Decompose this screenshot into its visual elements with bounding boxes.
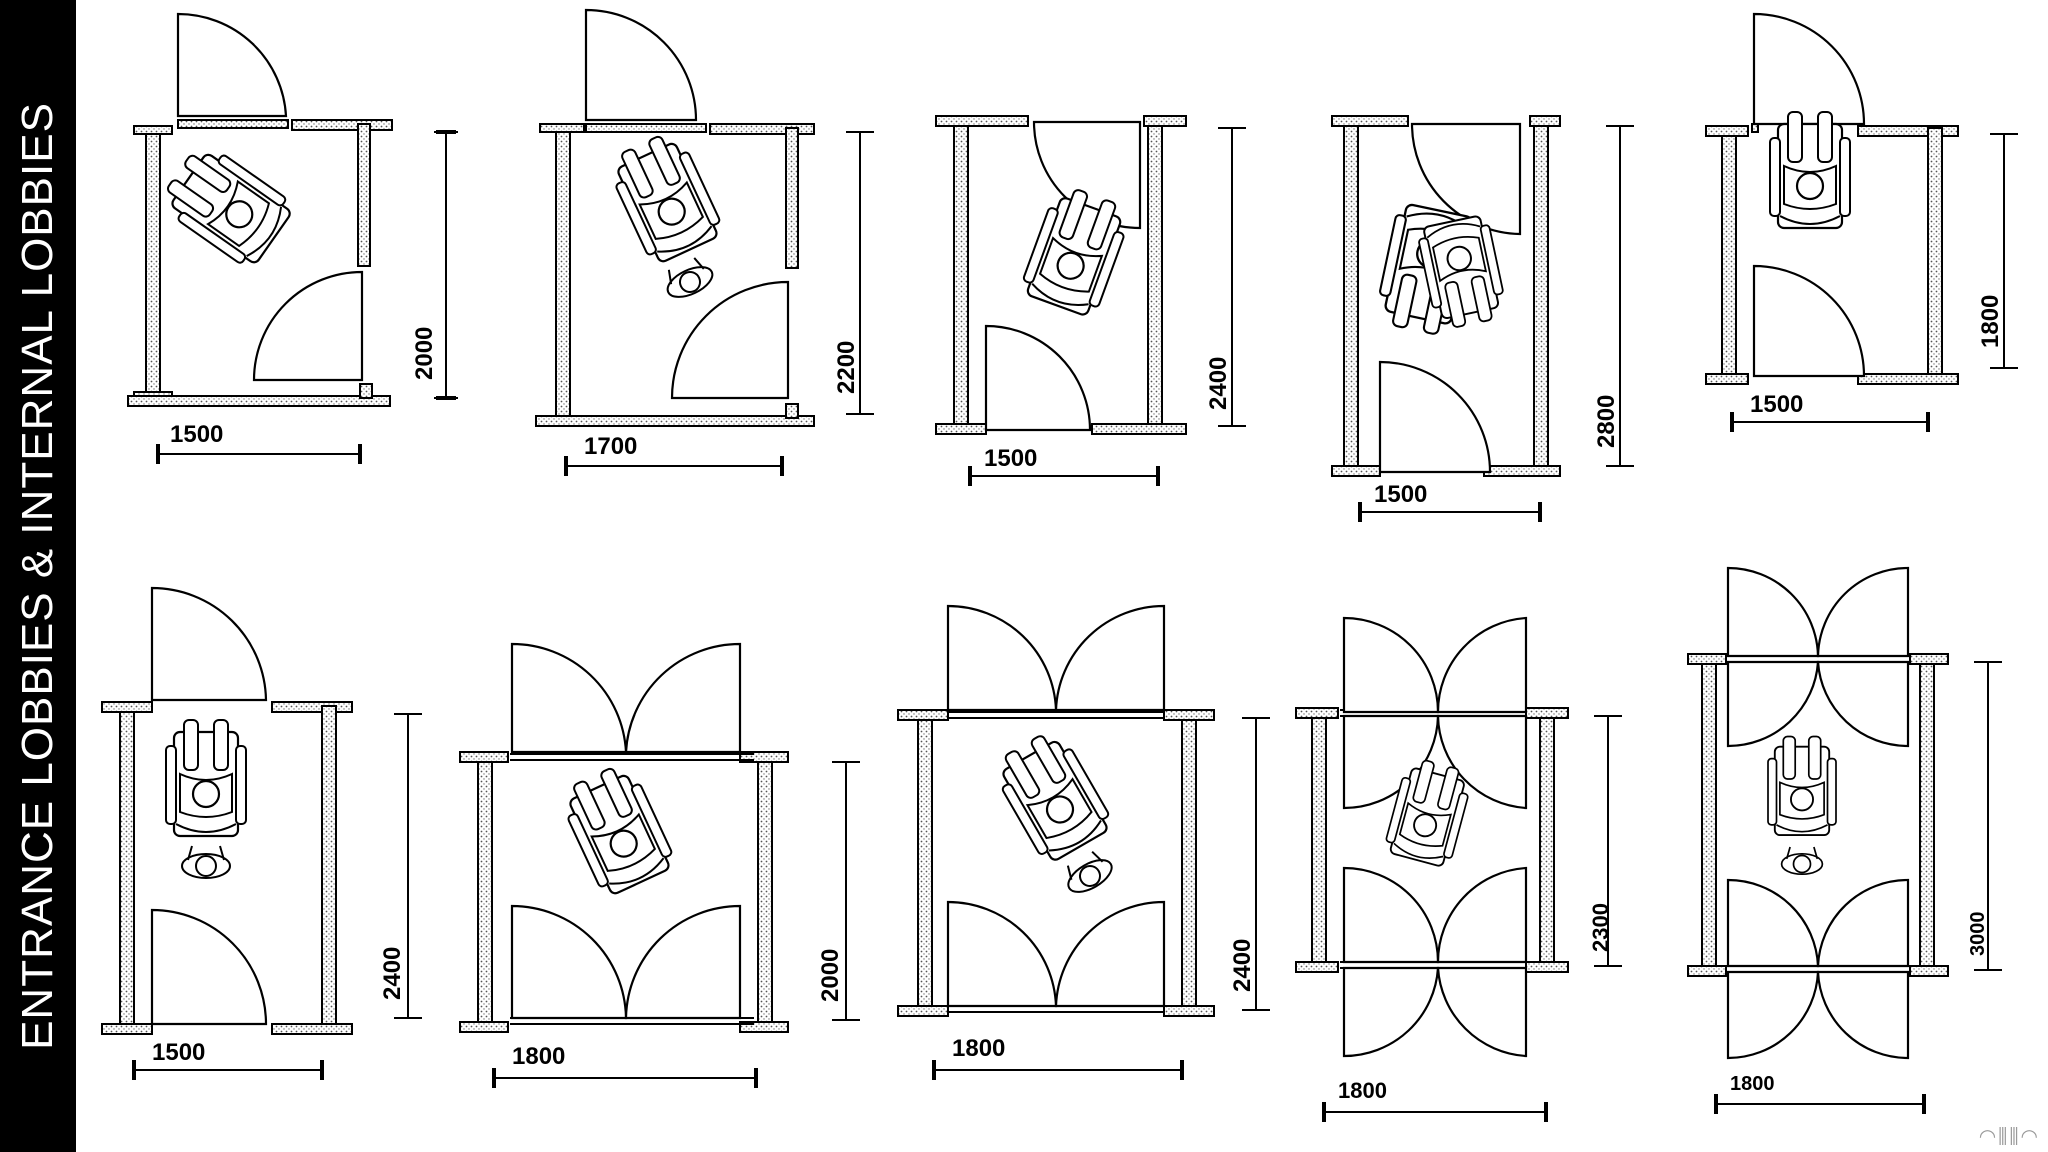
depth-label: 2000	[817, 949, 844, 1002]
width-label: 1500	[1374, 481, 1427, 508]
depth-label: 1800	[1977, 295, 2004, 348]
lobby-9: 1800 2300	[1295, 616, 1622, 1122]
width-label: 1800	[1338, 1078, 1387, 1103]
width-label: 1800	[952, 1035, 1005, 1062]
depth-label: 2400	[1205, 357, 1232, 410]
lobby-6: 1500 2400	[101, 586, 422, 1080]
depth-label: 2200	[833, 341, 860, 394]
sidebar: ENTRANCE LOBBIES & INTERNAL LOBBIES	[0, 0, 76, 1152]
lobby-10: 1800 3000	[1687, 566, 2002, 1114]
depth-label: 2300	[1588, 903, 1613, 952]
width-label: 1800	[512, 1043, 565, 1070]
depth-label: 3000	[1967, 912, 1989, 957]
depth-label: 2800	[1593, 395, 1620, 448]
width-label: 1700	[584, 433, 637, 460]
lobby-5: 1500 1800	[1705, 12, 2018, 432]
width-label: 1500	[152, 1039, 205, 1066]
width-label: 1800	[1730, 1073, 1775, 1095]
width-label: 1500	[170, 421, 223, 448]
depth-label: 2400	[1229, 939, 1256, 992]
lobby-1: 1500 2000	[127, 12, 458, 464]
width-label: 1500	[1750, 391, 1803, 418]
depth-label: 2000	[411, 327, 438, 380]
lobby-8: 1800 2400	[897, 604, 1270, 1080]
lobby-3: 1500 2400	[935, 115, 1246, 486]
watermark-logo-icon: ◠⫼⫼◠	[1978, 1124, 2040, 1148]
width-label: 1500	[984, 445, 1037, 472]
lobby-2: 1700 2200	[535, 8, 874, 476]
depth-label: 2400	[379, 947, 406, 1000]
lobby-4: 1500 2800	[1331, 115, 1634, 522]
lobby-7: 1800 2000	[459, 642, 860, 1088]
